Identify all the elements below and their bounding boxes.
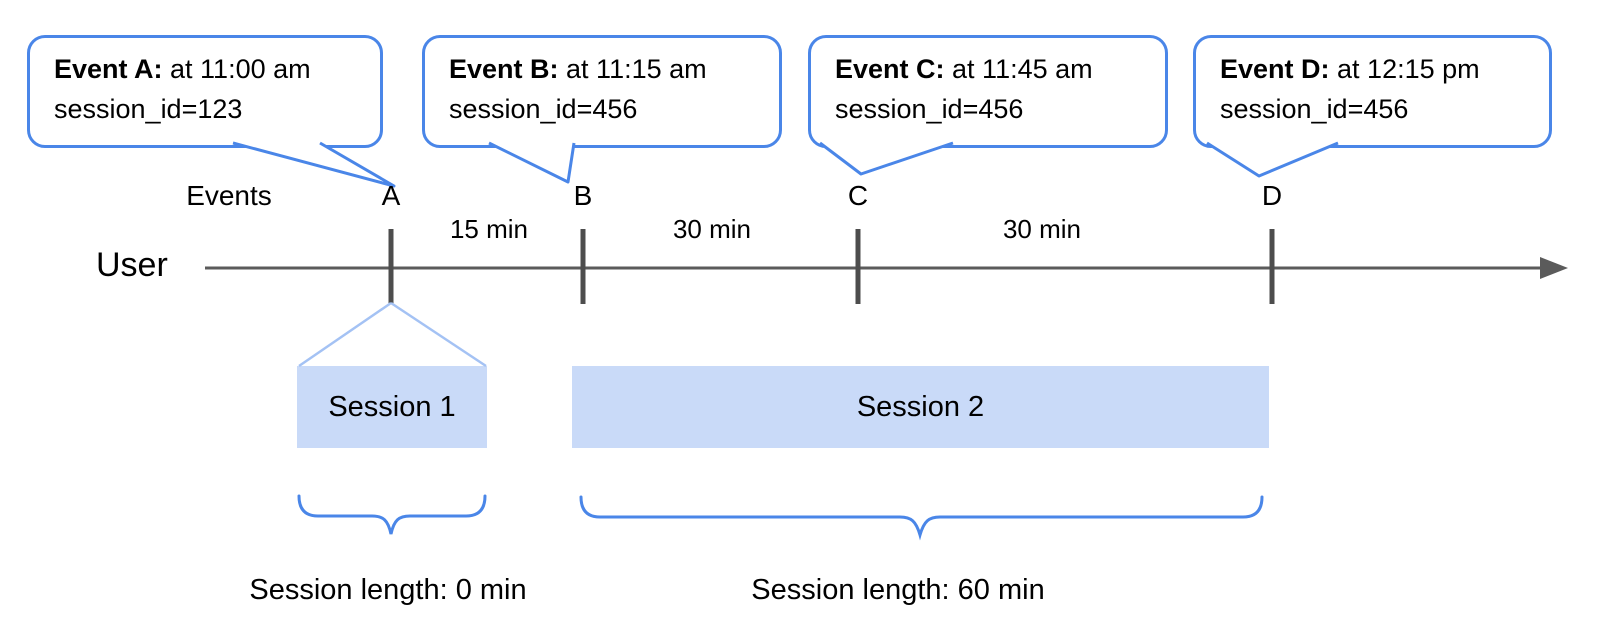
event-d-time: at 12:15 pm	[1329, 54, 1480, 84]
event-a-letter: A	[381, 180, 401, 211]
event-a-line1: Event A: at 11:00 am	[54, 49, 380, 89]
event-a-time: at 11:00 am	[162, 54, 311, 84]
event-d-letter: D	[1261, 180, 1283, 211]
event-b-bubble-tail	[488, 141, 576, 184]
event-b-session-id: session_id=456	[449, 94, 638, 124]
event-d-bubble: Event D: at 12:15 pm session_id=456	[1193, 35, 1552, 148]
event-c-session-id: session_id=456	[835, 94, 1024, 124]
user-axis-label: User	[96, 246, 168, 284]
session-2-label: Session 2	[856, 390, 985, 423]
timeline-arrowhead-icon	[1540, 257, 1568, 279]
session-2-bar: Session 2	[572, 366, 1269, 448]
session-1-bar: Session 1	[297, 366, 487, 448]
interval-b-c-label: 30 min	[672, 214, 752, 244]
interval-c-d-label: 30 min	[1002, 214, 1082, 244]
event-b-letter: B	[573, 180, 593, 211]
event-d-session-id: session_id=456	[1220, 94, 1409, 124]
event-b-line1: Event B: at 11:15 am	[449, 49, 779, 89]
event-c-bubble: Event C: at 11:45 am session_id=456	[808, 35, 1168, 148]
event-c-line1: Event C: at 11:45 am	[835, 49, 1165, 89]
session-1-length-label: Session length: 0 min	[249, 574, 527, 606]
session-1-funnel-right-line	[390, 301, 487, 368]
event-d-line1: Event D: at 12:15 pm	[1220, 49, 1549, 89]
events-axis-label: Events	[186, 180, 272, 211]
event-c-letter: C	[847, 180, 869, 211]
event-b-title: Event B:	[449, 54, 559, 84]
session-2-brace	[579, 495, 1264, 541]
session-1-funnel-left-line	[298, 301, 392, 368]
event-b-bubble: Event B: at 11:15 am session_id=456	[422, 35, 782, 148]
event-b-time: at 11:15 am	[558, 54, 707, 84]
session-1-label: Session 1	[328, 390, 456, 423]
event-a-bubble: Event A: at 11:00 am session_id=123	[27, 35, 383, 148]
event-a-session-id: session_id=123	[54, 94, 243, 124]
interval-a-b-label: 15 min	[449, 214, 529, 244]
event-c-title: Event C:	[835, 54, 945, 84]
event-a-title: Event A:	[54, 54, 163, 84]
session-1-brace	[297, 494, 487, 535]
event-d-title: Event D:	[1220, 54, 1330, 84]
event-c-time: at 11:45 am	[944, 54, 1093, 84]
session-2-length-label: Session length: 60 min	[751, 574, 1045, 606]
